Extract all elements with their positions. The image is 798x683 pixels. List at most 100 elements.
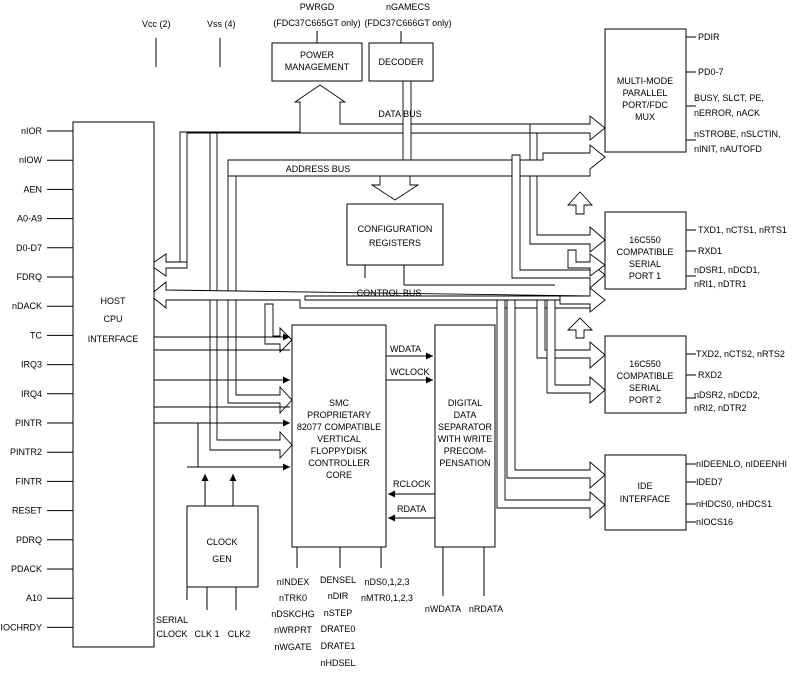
clk1-label: CLK 1 — [194, 629, 219, 639]
vss-label: Vss (4) — [207, 19, 236, 29]
pin-ninit: nINIT, nAUTOFD — [694, 144, 762, 154]
parallel-port-block — [604, 28, 687, 153]
pp-line3: PORT/FDC — [622, 100, 668, 110]
fdc-pin-c1-1: nTRK0 — [279, 593, 307, 603]
sp1-line3: SERIAL — [629, 259, 661, 269]
host-pin-reset: RESET — [12, 506, 43, 516]
pin-niocs16: nIOCS16 — [696, 517, 733, 527]
sep-line4: WITH WRITE — [438, 434, 493, 444]
sp2-line4: PORT 2 — [629, 395, 661, 405]
bus-serial1-lower — [567, 249, 606, 277]
ngamecs-label: nGAMECS — [386, 2, 430, 12]
fdc-core-line4: VERTICAL — [317, 434, 361, 444]
host-line2: CPU — [103, 314, 122, 324]
fdc-pin-c1-4: nWGATE — [274, 642, 311, 652]
serial-clock-line2: CLOCK — [156, 629, 187, 639]
configuration-registers-block — [346, 203, 444, 266]
sp2-line1: 16C550 — [629, 359, 661, 369]
ngamecs-note: (FDC37C666GT only) — [364, 18, 451, 28]
nwdata-label: nWDATA — [425, 604, 461, 614]
host-pin-pintr: PINTR — [15, 418, 43, 428]
labels: Vcc (2) Vss (4) PWRGD (FDC37C665GT only)… — [88, 2, 787, 668]
pin-nhdcs: nHDCS0, nHDCS1 — [696, 499, 772, 509]
fdc-pin-c2-4: DRATE1 — [321, 641, 356, 651]
fdc-pin-c3-0: nDS0,1,2,3 — [364, 577, 409, 587]
blocks — [72, 28, 687, 648]
serial-clock-line1: SERIAL — [156, 615, 188, 625]
power-mgmt-line2: MANAGEMENT — [285, 62, 350, 72]
sp1-line2: COMPATIBLE — [617, 247, 674, 257]
wclock-label: WCLOCK — [390, 367, 430, 377]
host-cpu-interface-block — [72, 121, 155, 648]
signal-lines — [47, 31, 696, 628]
pin-ided7: IDED7 — [696, 477, 723, 487]
sp2-line2: COMPATIBLE — [617, 371, 674, 381]
buses — [149, 46, 606, 519]
nrdata-label: nRDATA — [469, 604, 503, 614]
sp2-line3: SERIAL — [629, 383, 661, 393]
pin-ndsr2: nDSR2, nDCD2, — [694, 390, 760, 400]
pin-pdir: PDIR — [698, 32, 720, 42]
fdc-core-line6: CONTROLLER — [308, 458, 370, 468]
rdata-label: RDATA — [397, 504, 426, 514]
host-line3: INTERFACE — [88, 334, 139, 344]
pin-nerror: nERROR, nACK — [694, 108, 760, 118]
host-pin-fintr: FINTR — [16, 476, 43, 486]
bus-to-ide-b — [506, 299, 606, 489]
pin-rxd1: RXD1 — [698, 246, 722, 256]
control-bus-to-core — [264, 303, 293, 354]
host-pin-a10: A10 — [26, 593, 42, 603]
fdc-core-line5: FLOPPYDISK — [311, 446, 368, 456]
data-bus-arrow — [179, 84, 531, 263]
ide-line2: INTERFACE — [620, 494, 671, 504]
ide-interface-block — [604, 454, 687, 531]
pin-nri2: nRI2, nDTR2 — [694, 403, 747, 413]
fdc-pin-c2-3: DRATE0 — [321, 624, 356, 634]
host-pin-tc: TC — [30, 330, 42, 340]
host-pin-iochrdy: IOCHRDY — [0, 622, 42, 632]
rclock-label: RCLOCK — [393, 479, 431, 489]
pp-line4: MUX — [635, 112, 655, 122]
pin-nri1: nRI1, nDTR1 — [694, 279, 747, 289]
host-pin-labels: nIORnIOWAENA0-A9D0-D7FDRQnDACKTCIRQ3IRQ4… — [0, 126, 42, 632]
host-pin-nior: nIOR — [21, 126, 43, 136]
sep-line6: PENSATION — [439, 458, 490, 468]
bus-serial2-up — [566, 317, 594, 339]
fdc-core-block — [291, 324, 387, 548]
fdc-pin-c2-0: DENSEL — [320, 575, 356, 585]
fdc-pin-c1-2: nDSKCHG — [271, 609, 315, 619]
pin-nideenlo: nIDEENLO, nIDEENHI — [696, 459, 787, 469]
fdc-pin-c3-1: nMTR0,1,2,3 — [361, 593, 413, 603]
pin-rxd2: RXD2 — [698, 370, 722, 380]
clk2-label: CLK2 — [228, 629, 251, 639]
sep-line5: PRECOM- — [444, 446, 487, 456]
bus-to-serial2-b — [546, 299, 606, 404]
address-bus-arrow — [227, 144, 606, 177]
fdc-core-line1: SMC — [329, 398, 350, 408]
clock-gen-line1: CLOCK — [206, 537, 237, 547]
pin-nstrobe: nSTROBE, nSLCTIN, — [694, 129, 781, 139]
sep-line2: DATA — [454, 410, 477, 420]
host-pin-irq4: IRQ4 — [21, 389, 42, 399]
serial-port-1-block — [604, 211, 687, 290]
power-mgmt-line1: POWER — [300, 50, 335, 60]
power-management-block — [271, 42, 363, 82]
host-pin-pintr2: PINTR2 — [10, 447, 42, 457]
ide-line1: IDE — [637, 481, 652, 491]
host-pin-a0-a9: A0-A9 — [17, 214, 42, 224]
address-bus-down-to-core — [227, 175, 293, 415]
address-bus-to-config — [370, 175, 420, 201]
pp-line1: MULTI-MODE — [617, 76, 673, 86]
address-bus-label: ADDRESS BUS — [286, 164, 351, 174]
fdc-pin-c2-2: nSTEP — [324, 608, 353, 618]
host-pin-irq3: IRQ3 — [21, 360, 42, 370]
pin-pd0-7: PD0-7 — [698, 67, 724, 77]
vcc-label: Vcc (2) — [142, 19, 171, 29]
sep-line3: SEPARATOR — [438, 422, 493, 432]
config-line2: REGISTERS — [369, 238, 421, 248]
host-pin-aen: AEN — [23, 184, 42, 194]
pin-txd2: TXD2, nCTS2, nRTS2 — [696, 349, 785, 359]
data-bus-down-to-core — [209, 132, 293, 460]
pwrgd-label: PWRGD — [300, 2, 335, 12]
decoder-label: DECODER — [378, 57, 424, 67]
